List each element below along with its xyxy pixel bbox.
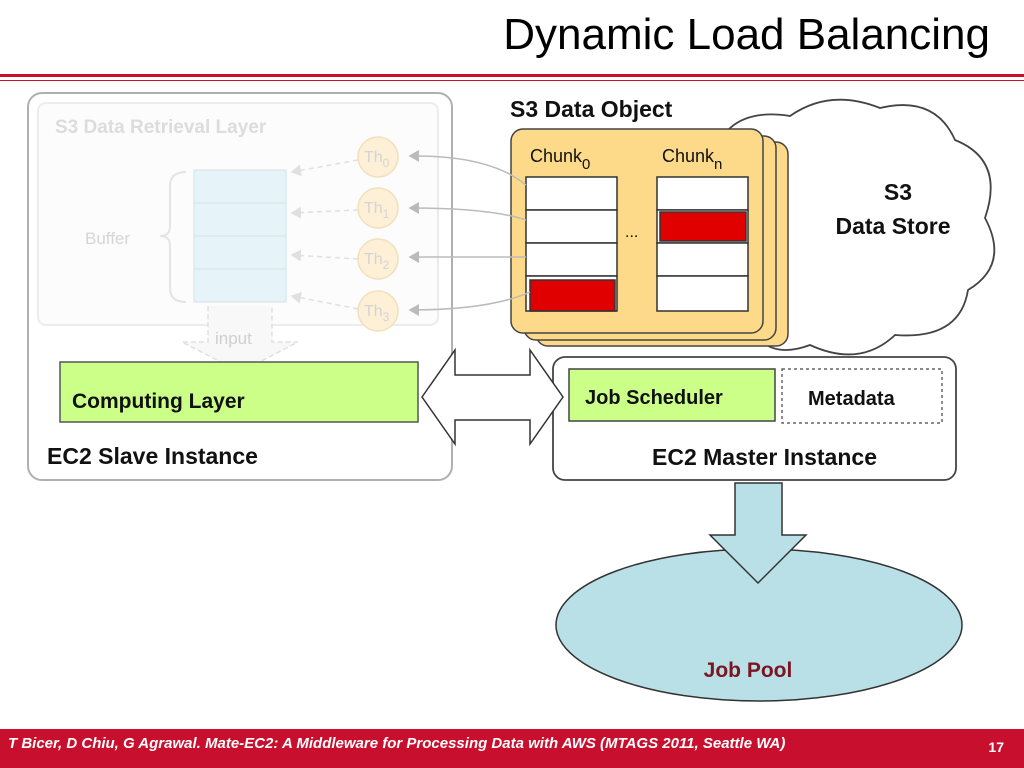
svg-text:Th3: Th3: [364, 303, 390, 324]
metadata-label: Metadata: [808, 388, 896, 410]
input-arrow: [181, 306, 299, 373]
chunk-0-blocks: [525, 176, 618, 312]
buffer-slot: [193, 235, 287, 270]
thread-sub: 1: [383, 207, 390, 221]
input-label: input: [215, 329, 252, 348]
master-to-pool-arrow: [708, 482, 808, 585]
buffer-slots: [193, 169, 287, 303]
buffer-label: Buffer: [85, 229, 130, 248]
retrieval-layer-label: S3 Data Retrieval Layer: [55, 117, 267, 138]
chunk-to-thread-arrows: [408, 149, 531, 316]
marked-block: [529, 279, 616, 312]
slide-title: Dynamic Load Balancing: [503, 10, 990, 59]
page-number: 17: [988, 739, 1004, 755]
metadata-box: [781, 368, 943, 424]
thread-to-buffer-arrows: [290, 159, 359, 310]
chunk-ellipsis: ...: [625, 224, 638, 241]
marked-block: [659, 211, 747, 242]
buffer-slot: [193, 268, 287, 303]
buffer-slot: [193, 169, 287, 204]
svg-text:Th0: Th0: [364, 149, 390, 170]
data-store-label-2: Data Store: [835, 213, 950, 239]
master-instance-label: EC2 Master Instance: [652, 444, 877, 470]
job-scheduler-label: Job Scheduler: [585, 387, 723, 409]
footer-bar: T Bicer, D Chiu, G Agrawal. Mate-EC2: A …: [0, 729, 1024, 768]
chunk-n-blocks: [656, 176, 749, 312]
thread-label: Th: [364, 303, 383, 320]
title-rule-thin: [0, 80, 1024, 81]
chunk-first-label: Chunk0: [530, 146, 590, 173]
footer-citation: T Bicer, D Chiu, G Agrawal. Mate-EC2: A …: [8, 735, 786, 752]
thread-3: Th3: [357, 290, 399, 332]
buffer-slot: [193, 202, 287, 237]
chunk-last-label: Chunkn: [662, 146, 722, 173]
svg-text:Th1: Th1: [364, 200, 390, 221]
computing-layer-box: [59, 361, 419, 423]
thread-sub: 0: [383, 156, 390, 170]
svg-text:Th2: Th2: [364, 251, 390, 272]
architecture-diagram: S3 Data Retrieval Layer Buffer Th0 Th1 T…: [27, 92, 996, 702]
thread-label: Th: [364, 149, 383, 166]
data-store-label-1: S3: [884, 179, 912, 205]
thread-1: Th1: [357, 187, 399, 229]
job-pool-label: Job Pool: [704, 659, 793, 682]
computing-layer-label: Computing Layer: [72, 390, 245, 413]
slave-instance-label: EC2 Slave Instance: [47, 443, 258, 469]
buffer-brace: [159, 171, 187, 303]
thread-sub: 2: [383, 258, 390, 272]
thread-sub: 3: [383, 310, 390, 324]
title-rule: [0, 74, 1024, 77]
thread-0: Th0: [357, 136, 399, 178]
thread-label: Th: [364, 251, 383, 268]
s3-object-label: S3 Data Object: [510, 96, 673, 122]
thread-label: Th: [364, 200, 383, 217]
job-scheduler-box: [568, 368, 776, 422]
thread-2: Th2: [357, 238, 399, 280]
slave-master-double-arrow: [421, 347, 564, 447]
